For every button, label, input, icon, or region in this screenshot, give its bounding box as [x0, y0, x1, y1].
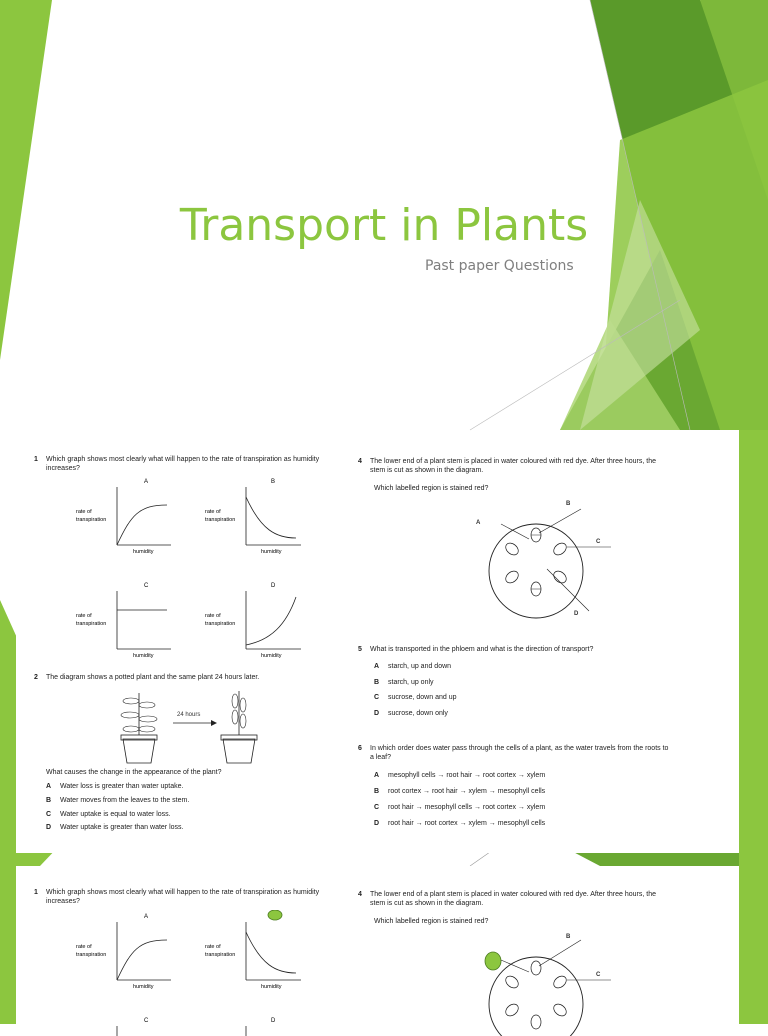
svg-text:transpiration: transpiration — [76, 517, 106, 523]
svg-text:rate of: rate of — [76, 944, 92, 950]
svg-text:D: D — [271, 583, 276, 589]
svg-text:humidity: humidity — [133, 653, 154, 659]
svg-text:transpiration: transpiration — [205, 952, 235, 958]
q4-label-b: B — [566, 501, 571, 507]
svg-text:rate of: rate of — [76, 509, 92, 515]
svg-text:D: D — [271, 1018, 276, 1024]
svg-text:rate of: rate of — [76, 613, 92, 619]
stem-cross-section — [488, 508, 611, 619]
arrow-label: 24 hours — [177, 712, 201, 718]
q2-question: What causes the change in the appearance… — [46, 769, 222, 776]
left-lower-shape — [0, 600, 18, 1024]
q4-label-c-copy: C — [596, 972, 601, 978]
q4-label-b-copy: B — [566, 934, 571, 940]
q4-question: Which labelled region is stained red? — [374, 485, 489, 492]
q4-label-c: C — [596, 539, 601, 545]
svg-text:rate of: rate of — [205, 509, 221, 515]
q4-label-a: A — [476, 520, 481, 526]
slide-subtitle: Past paper Questions — [425, 258, 574, 274]
potted-plant-diagram — [120, 691, 258, 764]
svg-text:humidity: humidity — [261, 984, 282, 990]
svg-text:rate of: rate of — [205, 613, 221, 619]
svg-text:A: A — [144, 914, 148, 920]
left-green-shape — [0, 0, 52, 360]
svg-text:rate of: rate of — [205, 944, 221, 950]
q4-question-copy: Which labelled region is stained red? — [374, 918, 489, 925]
svg-text:A: A — [144, 479, 148, 485]
svg-text:humidity: humidity — [261, 653, 282, 659]
q4-label-d: D — [574, 611, 579, 617]
q1-graphs-copy: A rate of transpiration humidity rate of… — [76, 910, 301, 1036]
svg-text:C: C — [144, 1018, 149, 1024]
svg-text:humidity: humidity — [261, 549, 282, 555]
stem-cross-section-copy — [484, 939, 611, 1036]
svg-text:B: B — [271, 479, 275, 485]
slide-title: Transport in Plants — [179, 200, 589, 251]
svg-text:C: C — [144, 583, 149, 589]
svg-text:transpiration: transpiration — [205, 621, 235, 627]
past-paper-sheet: 1 Which graph shows most clearly what wi… — [16, 433, 739, 853]
svg-text:transpiration: transpiration — [76, 621, 106, 627]
q1-graphs: A rate of transpiration humidity B rate … — [76, 479, 301, 659]
svg-text:transpiration: transpiration — [76, 952, 106, 958]
past-paper-sheet-copy: 1 Which graph shows most clearly what wi… — [16, 866, 739, 1036]
svg-text:transpiration: transpiration — [205, 517, 235, 523]
svg-text:humidity: humidity — [133, 984, 154, 990]
svg-text:humidity: humidity — [133, 549, 154, 555]
